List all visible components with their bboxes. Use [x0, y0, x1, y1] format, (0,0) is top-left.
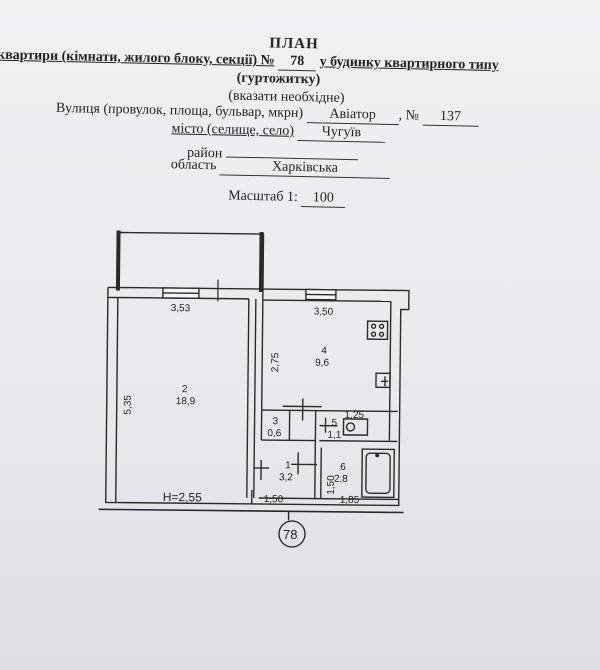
bathtub-icon	[361, 448, 395, 499]
radiator-icon	[375, 372, 391, 389]
room-3-number: 3	[273, 416, 279, 427]
room-4-number: 4	[321, 346, 327, 357]
room-6-area: 2,8	[334, 474, 348, 485]
dim-room6-length: 1,50	[326, 475, 337, 495]
dim-corridor-width: 1,50	[264, 494, 284, 505]
room-1-area: 3,2	[279, 472, 293, 483]
apartment-marker-label: 78	[283, 527, 297, 542]
dim-room4-length: 2,75	[270, 352, 281, 372]
dim-room4-width: 3,50	[314, 307, 334, 318]
balcony-outline	[117, 231, 265, 292]
room-2-area: 18,9	[176, 396, 196, 407]
dim-room2-length: 5,35	[123, 395, 134, 415]
apartment-marker: 78	[278, 520, 306, 548]
room-4-area: 9,6	[315, 358, 329, 369]
room-5-number: 5	[331, 418, 337, 429]
room-3-area: 0,6	[267, 428, 281, 439]
ceiling-height: H=2,55	[163, 490, 202, 504]
outer-wall	[105, 287, 410, 507]
dim-room6-width: 1,85	[340, 495, 360, 506]
dim-room5-width: 1,25	[345, 410, 365, 421]
room-1-number: 1	[285, 460, 291, 471]
dim-room2-width: 3,53	[171, 303, 191, 314]
room-5-area: 1,1	[327, 430, 341, 441]
room-6-number: 6	[340, 462, 346, 473]
stove-icon	[366, 320, 389, 341]
sink-icon	[342, 418, 369, 436]
room-2-number: 2	[182, 384, 188, 395]
